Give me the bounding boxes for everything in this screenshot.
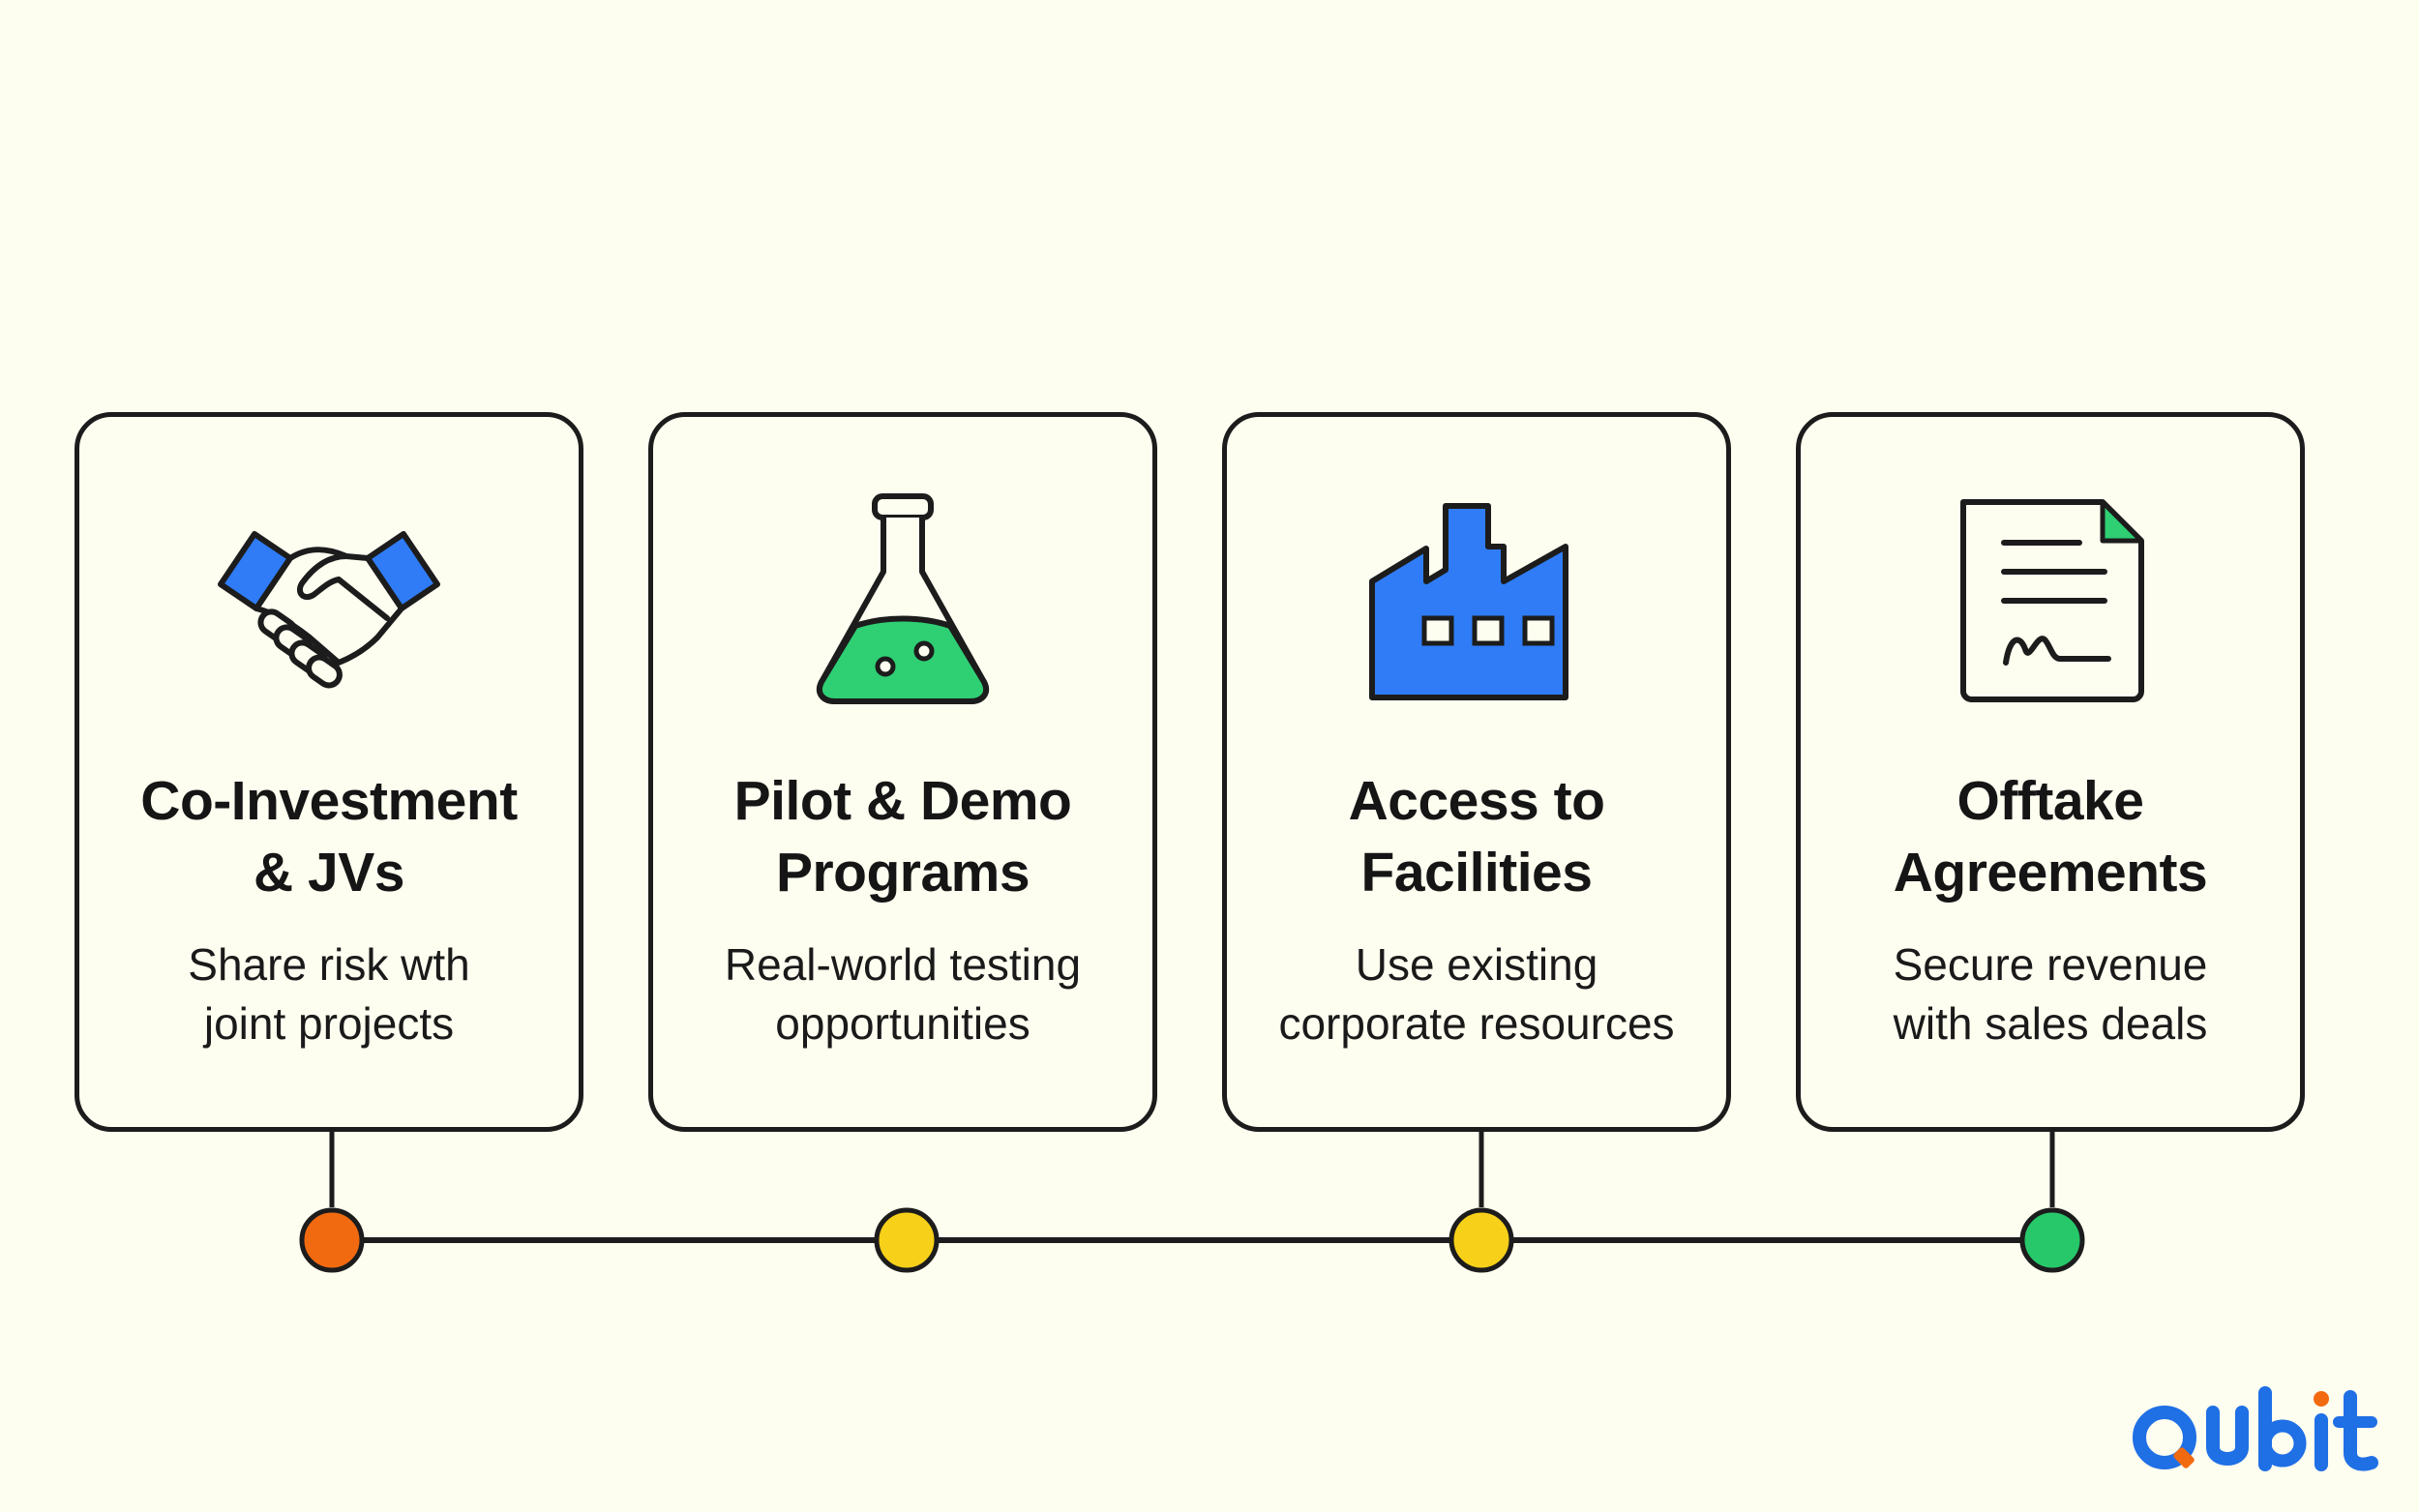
qubit-logo [2124, 1383, 2385, 1490]
timeline-dot-1 [299, 1207, 365, 1273]
flask-icon [767, 492, 1038, 715]
card-title: Pilot & Demo Programs [733, 770, 1072, 904]
card-title: Co-Investment & JVs [140, 770, 518, 904]
card-offtake: Offtake Agreements Secure revenue with s… [1796, 412, 2305, 1132]
card-title: Access to Facilities [1348, 770, 1605, 904]
card-description: Secure revenue with sales deals [1893, 939, 2208, 1049]
contract-document-icon [1915, 492, 2186, 715]
card-facilities: Access to Facilities Use existing corpor… [1222, 412, 1731, 1132]
timeline-dot-2 [874, 1207, 940, 1273]
card-description: Use existing corporate resources [1278, 939, 1675, 1049]
handshake-icon [194, 492, 464, 715]
card-description: Share risk wth joint projects [188, 939, 470, 1049]
card-title: Offtake Agreements [1893, 770, 2208, 904]
card-co-investment: Co-Investment & JVs Share risk wth joint… [75, 412, 583, 1132]
factory-icon [1341, 492, 1612, 715]
card-pilot-demo: Pilot & Demo Programs Real-world testing… [648, 412, 1157, 1132]
card-description: Real-world testing opportunities [724, 939, 1082, 1049]
timeline-dot-4 [2019, 1207, 2085, 1273]
timeline-dot-3 [1448, 1207, 1514, 1273]
